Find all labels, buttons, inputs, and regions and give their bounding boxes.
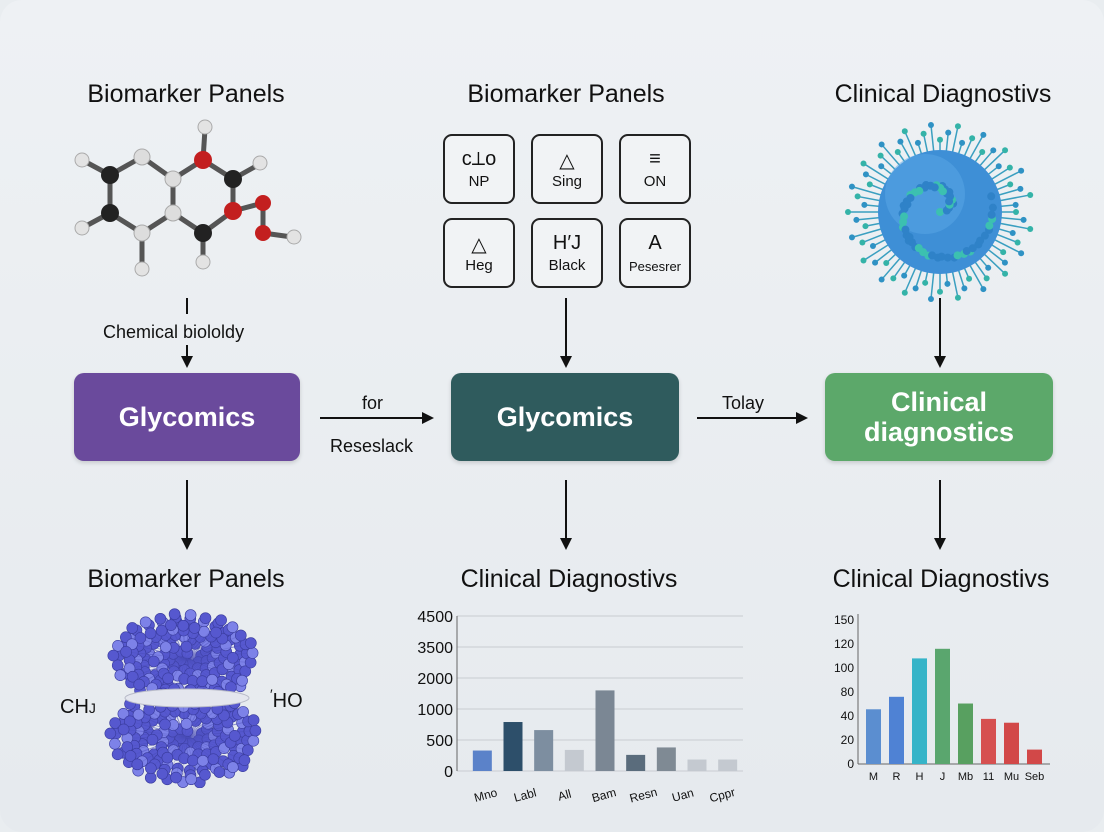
x-tick-label: Cppr	[708, 785, 737, 805]
x-tick-label: Resn	[628, 785, 659, 806]
bar	[503, 722, 523, 771]
bar	[687, 759, 707, 771]
molecule-label-ho: ′HO	[270, 686, 303, 712]
node-clinical-diagnostics: Clinical diagnostics	[825, 373, 1053, 461]
y-tick-label: 40	[841, 709, 855, 723]
x-tick-label: M	[869, 771, 878, 783]
x-tick-label: Bam	[590, 785, 617, 805]
tile-symbol: A	[648, 232, 662, 254]
triangle-icon: △	[559, 150, 575, 172]
triangle-icon: △	[471, 234, 487, 256]
molecule-label-ch: CHJ	[60, 696, 96, 718]
tile-pesesrer: A Pesesrer	[619, 218, 691, 288]
y-tick-label: 1000	[417, 702, 453, 719]
lines-icon: ≡	[649, 148, 661, 170]
tile-black: H′J Black	[531, 218, 603, 288]
x-tick-label: J	[940, 771, 946, 783]
bar	[935, 648, 950, 764]
x-tick-label: H	[916, 771, 924, 783]
y-tick-label: 0	[444, 764, 453, 781]
bar	[958, 703, 973, 764]
tile-caption: Sing	[551, 173, 583, 190]
bar	[1027, 749, 1042, 764]
y-tick-label: 150	[834, 613, 854, 627]
virus-particle-illustration	[845, 122, 1034, 302]
tile-on: ≡ ON	[619, 134, 691, 204]
protein-cluster-illustration	[104, 608, 262, 788]
bar	[866, 709, 881, 764]
y-tick-label: 500	[426, 733, 453, 750]
bar-chart-right: 150 120 100 80 40 20 0M R H J Mb 11 Mu Seb	[834, 613, 1050, 783]
x-tick-label: 11	[983, 771, 994, 783]
heading-top-middle: Biomarker Panels	[467, 80, 665, 108]
y-tick-label: 3500	[417, 640, 453, 657]
edge-label-for: for	[362, 393, 384, 413]
heading-bottom-middle: Clinical Diagnostivs	[460, 565, 678, 593]
bar	[718, 759, 738, 771]
tile-symbol: H′J	[552, 232, 582, 254]
edge-label-reseslack: Reseslack	[330, 436, 414, 456]
x-tick-label: Mu	[1004, 771, 1019, 783]
heading-top-right: Clinical Diagnostivs	[834, 80, 1052, 108]
tile-caption: Pesesrer	[628, 259, 682, 274]
bar	[534, 730, 554, 771]
tile-caption: ON	[643, 173, 667, 190]
bar	[889, 696, 904, 764]
molecule-illustration	[74, 119, 302, 277]
tile-caption: Black	[548, 257, 586, 274]
x-tick-label: Mb	[958, 771, 973, 783]
bar	[626, 754, 646, 771]
x-tick-label: Uan	[670, 786, 695, 805]
bar	[595, 690, 615, 771]
y-tick-label: 120	[834, 637, 854, 651]
bar	[564, 749, 584, 771]
x-tick-label: R	[893, 771, 901, 783]
x-tick-label: Labl	[512, 785, 538, 804]
x-tick-label: All	[556, 787, 573, 804]
heading-bottom-left: Biomarker Panels	[87, 565, 285, 593]
node-glycomics-left: Glycomics	[74, 373, 300, 461]
y-tick-label: 80	[841, 685, 855, 699]
bar	[912, 658, 927, 764]
heading-top-left: Biomarker Panels	[87, 80, 285, 108]
tile-caption: NP	[468, 173, 490, 190]
bar	[656, 747, 676, 771]
y-tick-label: 100	[834, 661, 854, 675]
heading-bottom-right: Clinical Diagnostivs	[832, 565, 1050, 593]
y-tick-label: 0	[847, 757, 854, 771]
edge-label-tolay: Tolay	[722, 393, 765, 413]
y-tick-label: 2000	[417, 671, 453, 688]
y-tick-label: 20	[841, 733, 855, 747]
tile-caption: Heg	[465, 257, 493, 274]
x-tick-label: Mno	[473, 785, 499, 805]
bar	[1004, 722, 1019, 764]
tile-sing: △ Sing	[531, 134, 603, 204]
bar	[472, 750, 492, 771]
bar	[981, 718, 996, 764]
y-tick-label: 4500	[417, 609, 453, 626]
x-tick-label: Seb	[1025, 771, 1045, 783]
node-glycomics-middle: Glycomics	[451, 373, 679, 461]
tile-symbol: c⟂o	[461, 148, 497, 170]
tile-heg: △ Heg	[443, 218, 515, 288]
tile-np: c⟂o NP	[443, 134, 515, 204]
edge-label-chemical-biology: Chemical biololdy	[103, 322, 245, 342]
